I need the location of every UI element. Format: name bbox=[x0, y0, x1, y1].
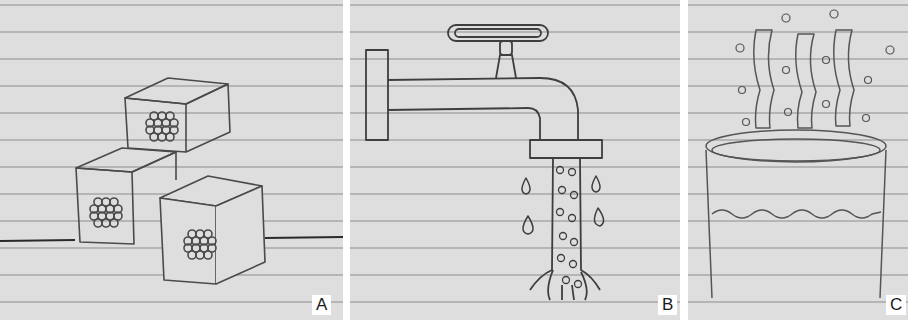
pot-rim bbox=[706, 130, 886, 162]
tap-stem bbox=[496, 55, 516, 78]
wall-plate bbox=[366, 50, 388, 140]
pot-rim bbox=[712, 139, 880, 161]
panel-letter: A bbox=[312, 295, 331, 315]
steam bbox=[754, 30, 854, 128]
paper-panel bbox=[688, 0, 908, 320]
ice-cubes bbox=[0, 78, 343, 284]
water-tap bbox=[366, 25, 604, 300]
pot-side bbox=[706, 150, 886, 298]
paper-panel bbox=[0, 0, 343, 320]
pencil-line bbox=[0, 240, 75, 241]
water-stream bbox=[530, 158, 600, 300]
water-droplets bbox=[522, 176, 604, 234]
paper-panel bbox=[350, 0, 680, 320]
spout bbox=[388, 78, 578, 140]
pencil-line bbox=[265, 237, 343, 238]
ice-cube bbox=[125, 78, 230, 152]
tap-stem bbox=[500, 41, 512, 55]
ice-cube bbox=[160, 176, 265, 284]
nozzle bbox=[530, 140, 602, 158]
boiling-pot bbox=[706, 10, 894, 298]
tap-handle bbox=[455, 29, 541, 37]
vapour-bubbles bbox=[736, 10, 894, 126]
panel-letter: B bbox=[658, 295, 677, 315]
water-level bbox=[712, 210, 881, 218]
panel-letter: C bbox=[886, 295, 906, 315]
tap-handle bbox=[448, 25, 548, 41]
water-particles bbox=[557, 167, 582, 288]
